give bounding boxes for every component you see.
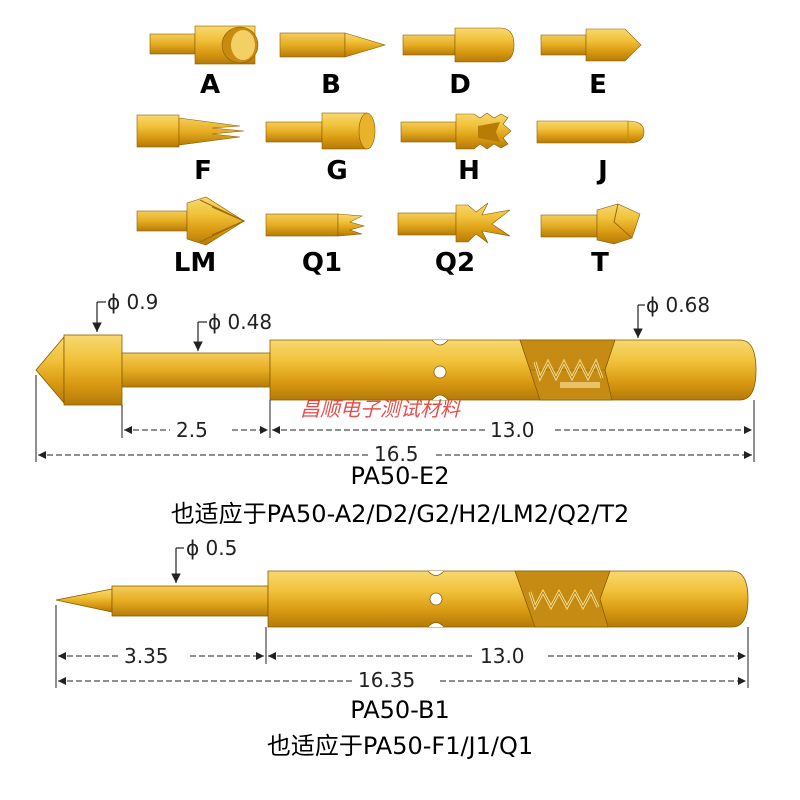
tip-B-shape [279, 32, 387, 58]
probe2-plunger-length: 3.35 [124, 644, 169, 668]
probe1-total-length: 16.5 [374, 442, 419, 466]
tip-H-shape [400, 112, 512, 150]
probe1-model: PA50-E2 [350, 462, 450, 490]
probe2-compatibility: 也适应于PA50-F1/J1/Q1 [266, 732, 534, 760]
tip-G-shape [265, 112, 376, 150]
probe2-barrel-length: 13.0 [480, 644, 525, 668]
probe1-plunger-length: 2.5 [176, 418, 208, 442]
tip-label-B: B [321, 70, 341, 100]
probe2-leaders [171, 547, 184, 583]
probe1-dimensions [35, 375, 755, 462]
tip-label-A: A [199, 70, 221, 100]
tip-Q1-shape [265, 213, 366, 237]
tip-F-shape [136, 114, 245, 148]
tip-label-F: F [194, 156, 212, 186]
probe2-model: PA50-B1 [350, 696, 450, 724]
tip-label-LM: LM [173, 248, 217, 278]
tip-label-D: D [449, 70, 471, 100]
tip-label-H: H [458, 156, 480, 186]
probe1-tip-diameter: ϕ 0.9 [107, 290, 159, 314]
tip-E-shape [540, 28, 642, 62]
probe1-drawing [35, 334, 757, 406]
tip-A-shape [149, 25, 259, 65]
probe2-total-length: 16.35 [358, 668, 416, 692]
tip-T-shape [540, 203, 641, 245]
tip-label-Q2: Q2 [434, 248, 476, 278]
tip-Q2-shape [397, 202, 511, 244]
probe2-drawing [55, 570, 749, 628]
watermark-text: 昌顺电子测试材料 [300, 397, 460, 421]
tip-LM-shape [136, 196, 246, 246]
tip-label-E: E [589, 70, 607, 100]
tip-J-shape [536, 120, 645, 144]
probe1-plunger-diameter: ϕ 0.48 [208, 310, 273, 334]
probe1-compatibility: 也适应于PA50-A2/D2/G2/H2/LM2/Q2/T2 [170, 500, 630, 528]
probe2-dimensions [55, 605, 749, 688]
tip-label-T: T [591, 248, 609, 278]
tip-label-Q1: Q1 [301, 248, 343, 278]
probe2-plunger-diameter: ϕ 0.5 [186, 536, 238, 560]
tip-D-shape [402, 27, 515, 63]
probe1-barrel-diameter: ϕ 0.68 [646, 293, 711, 317]
tip-label-J: J [598, 156, 608, 186]
tip-label-G: G [326, 156, 348, 186]
probe1-leaders [92, 301, 645, 351]
probe1-barrel-length: 13.0 [490, 418, 535, 442]
